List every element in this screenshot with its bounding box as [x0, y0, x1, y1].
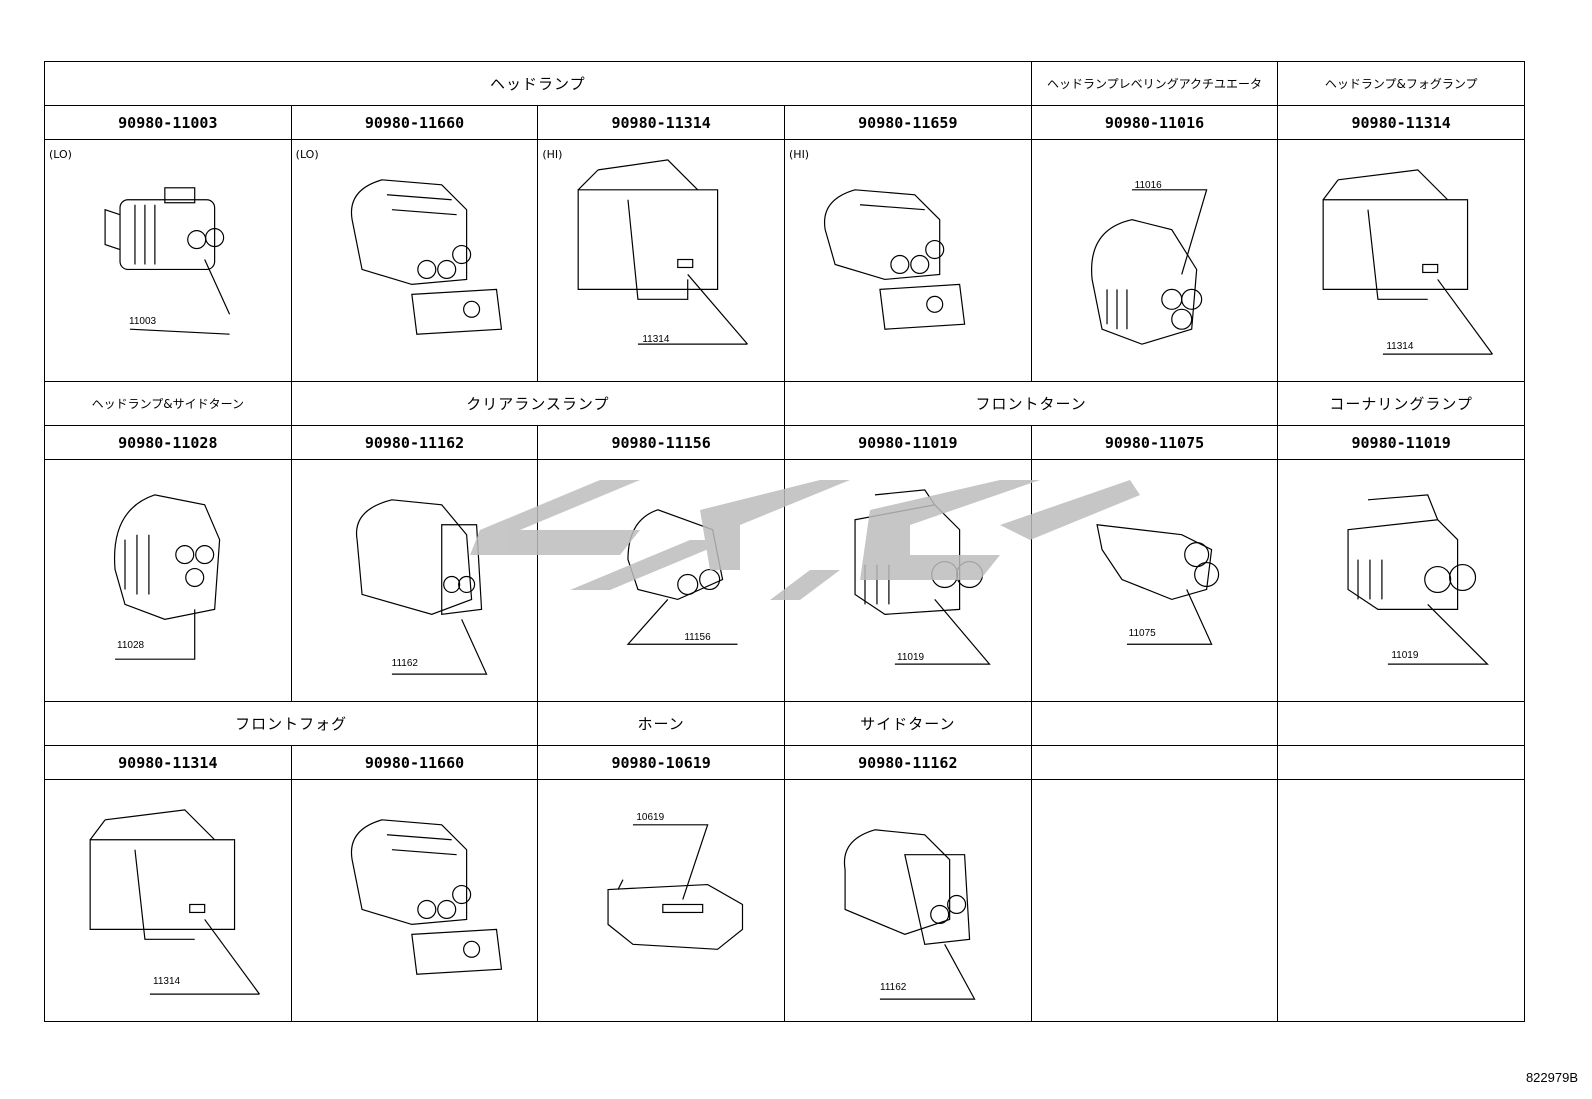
variant-note: (LO) [49, 148, 72, 161]
connector-drawing [350, 819, 502, 975]
connector-drawing-cell: 11162 [291, 460, 539, 702]
connector-drawing-cell: 10619 [538, 780, 785, 1022]
header-side-turn: サイドターン [785, 702, 1032, 746]
header-headlamp-leveling: ヘッドランプレベリングアクチユエータ [1031, 62, 1279, 106]
part-number: 90980-11314 [1278, 106, 1525, 140]
connector-drawing [854, 489, 991, 665]
part-number: 90980-11162 [785, 746, 1032, 780]
part-callout: 11156 [684, 632, 711, 643]
part-callout: 11162 [880, 982, 907, 993]
connector-drawing [113, 494, 221, 660]
header-front-turn: フロントターン [785, 382, 1279, 426]
connector-drawing [89, 809, 260, 995]
header-headlamp-sideturn: ヘッドランプ&サイドターン [45, 382, 292, 426]
variant-note: (HI) [789, 148, 810, 161]
connector-drawing [1095, 524, 1219, 645]
connector-drawing-cell: 11314 [1278, 140, 1525, 382]
empty-header [1278, 702, 1525, 746]
part-number: 90980-11314 [45, 746, 292, 780]
empty-header [1031, 702, 1279, 746]
connector-drawing [843, 829, 976, 1000]
part-number: 90980-11162 [291, 426, 539, 460]
connector-drawing-cell: (LO) 11003 [45, 140, 292, 382]
connector-drawing [355, 499, 488, 675]
connector-drawing-cell: 11016 [1031, 140, 1279, 382]
connector-drawing [577, 159, 749, 345]
part-callout: 11314 [642, 334, 670, 345]
part-callout: 11003 [129, 316, 157, 327]
header-headlamp-fog: ヘッドランプ&フォグランプ [1278, 62, 1525, 106]
part-callout: 11019 [897, 652, 925, 663]
document-id: 822979B [1525, 1070, 1578, 1085]
header-headlamp: ヘッドランプ [45, 62, 1032, 106]
part-number: 90980-11156 [538, 426, 785, 460]
part-callout: 11075 [1128, 628, 1156, 639]
connector-drawing-cell: (HI) [785, 140, 1032, 382]
part-number: 90980-11075 [1031, 426, 1279, 460]
connector-drawing-cell: 11019 [1278, 460, 1525, 702]
part-number: 90980-11019 [785, 426, 1032, 460]
part-callout: 11162 [391, 658, 418, 669]
part-number: 90980-11659 [785, 106, 1032, 140]
part-number: 90980-11016 [1031, 106, 1279, 140]
connector-drawing [1090, 189, 1208, 345]
connector-drawing [104, 187, 231, 335]
connector-drawing [350, 179, 502, 335]
empty-part-number [1031, 746, 1279, 780]
variant-note: (HI) [542, 148, 563, 161]
part-number: 90980-10619 [538, 746, 785, 780]
header-front-fog: フロントフォグ [45, 702, 539, 746]
part-number: 90980-11028 [45, 426, 292, 460]
variant-note: (LO) [295, 148, 319, 161]
header-clearance: クリアランスランプ [291, 382, 785, 426]
part-number: 90980-11019 [1278, 426, 1525, 460]
connector-drawing [823, 189, 966, 330]
connector-drawing-cell: (HI) 11314 [538, 140, 785, 382]
part-callout: 11016 [1134, 180, 1162, 191]
header-cornering: コーナリングランプ [1278, 382, 1525, 426]
part-number: 90980-11003 [45, 106, 292, 140]
part-number: 90980-11660 [291, 106, 539, 140]
header-horn: ホーン [538, 702, 785, 746]
connector-drawing-cell: 11028 [45, 460, 292, 702]
connector-drawing-cell: 11314 [45, 780, 292, 1022]
connector-drawing [626, 509, 738, 645]
connector-table: ヘッドランプ ヘッドランプレベリングアクチユエータ ヘッドランプ&フォグランプ … [44, 61, 1525, 1022]
connector-drawing [1322, 169, 1494, 355]
connector-drawing-cell [291, 780, 539, 1022]
connector-drawing-cell: (LO) [291, 140, 539, 382]
empty-part-number [1278, 746, 1525, 780]
part-callout: 11314 [1386, 341, 1414, 352]
part-number: 90980-11660 [291, 746, 539, 780]
connector-drawing-cell: 11162 [785, 780, 1032, 1022]
connector-drawing-cell: 11156 [538, 460, 785, 702]
empty-cell [1031, 780, 1279, 1022]
part-callout: 11019 [1391, 650, 1419, 661]
part-callout: 11028 [117, 640, 145, 651]
connector-drawing-cell: 11075 [1031, 460, 1279, 702]
connector-drawing [1347, 494, 1490, 665]
connector-drawing-cell: 11019 [785, 460, 1032, 702]
connector-drawing [607, 824, 744, 950]
part-number: 90980-11314 [538, 106, 785, 140]
part-callout: 10619 [636, 812, 665, 823]
empty-cell [1278, 780, 1525, 1022]
part-callout: 11314 [153, 976, 181, 987]
